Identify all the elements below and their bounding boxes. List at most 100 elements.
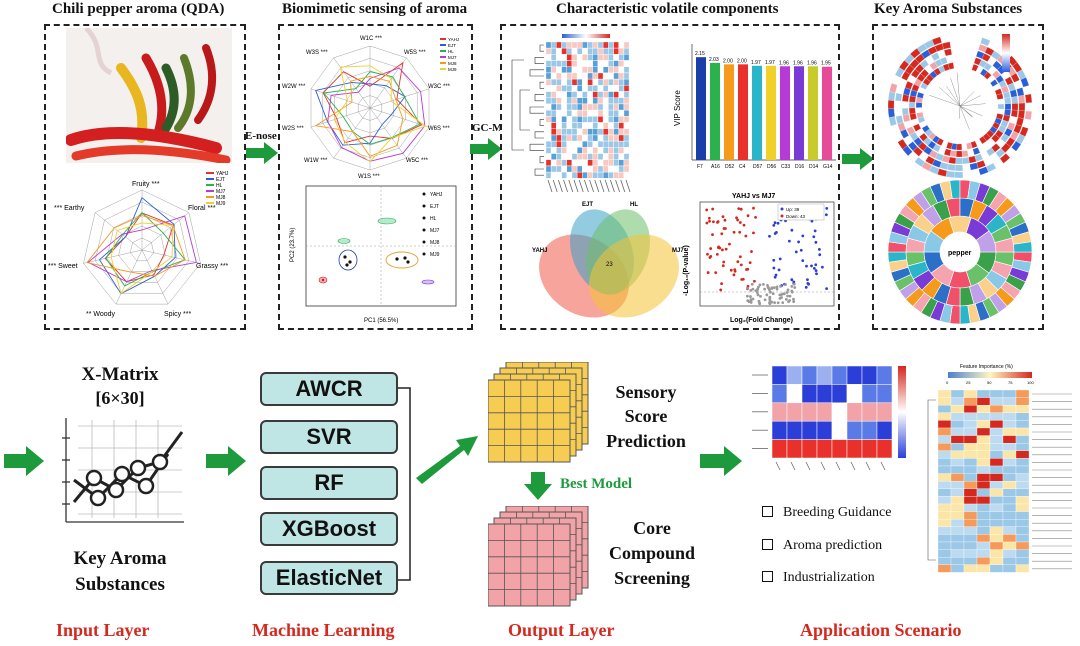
svg-text:1.95: 1.95 [821,61,831,67]
svg-text:2.00: 2.00 [723,58,733,64]
enose-legend-label: EJT [448,43,456,48]
svg-text:1.97: 1.97 [765,60,775,66]
enose-axis-label: W2W *** [282,84,306,90]
venn-label: HL [630,202,638,208]
svg-text:2.15: 2.15 [695,51,705,57]
fi-title: Feature Importance (%) [960,364,1013,370]
vip-y-label: VIP Score [673,90,682,126]
svg-text:D16: D16 [795,164,804,170]
enose-arrow-label: E-nose [245,130,277,142]
radar-legend: YAHJ EJT HL MJ7 MJ8 MJ9 [206,171,229,207]
radar-legend-label: MJ8 [216,195,226,201]
down-arrow [524,472,552,500]
x-matrix-title: X-Matrix [81,364,159,385]
enose-radar-chart: W1C *** W5S *** W3C *** W6S *** W5C *** … [282,36,459,180]
svg-text:A16: A16 [711,164,720,170]
svg-text:1.96: 1.96 [807,60,817,66]
svg-text:1.96: 1.96 [793,60,803,66]
svg-text:2.03: 2.03 [709,57,719,63]
svg-text:G14: G14 [823,164,833,170]
qda-radar-chart: Fruity *** Floral *** Grassy *** Spicy *… [48,171,229,318]
model-rf: RF [260,466,398,500]
app-item-aroma: Aroma prediction [762,538,882,554]
pca-legend-label: EJT [430,204,439,210]
sunburst-center-label: pepper [948,250,972,257]
enose-legend-label: HL [448,49,454,54]
layer-label-ml: Machine Learning [252,620,395,640]
volcano-title: YAHJ vs MJ7 [732,193,775,200]
panel1-title: Chili pepper aroma (QDA) [52,1,225,17]
radar-legend-label: MJ9 [216,201,226,207]
svg-text:1.97: 1.97 [751,60,761,66]
radar-axis-label: *** Sweet [48,263,78,270]
enose-legend-label: MJ7 [448,55,457,60]
vip-bar-chart: 2.15F72.03A162.00D522.00C41.97D571.97D56… [673,44,836,170]
output-to-app-arrow [700,446,742,476]
enose-axis-label: W5C *** [406,158,429,164]
input-to-ml-arrow [206,446,246,476]
fi-tick: 75 [1008,380,1013,385]
venn-diagram: YAHJ EJT HL MJ7 23 [532,202,684,318]
checkbox-icon [762,571,773,583]
fi-tick: 0 [946,380,949,385]
svg-text:F7: F7 [697,164,703,170]
svg-text:D14: D14 [809,164,818,170]
svg-text:1.96: 1.96 [779,60,789,66]
x-matrix-dims: [6×30] [95,388,145,408]
gcms-arrow-label: GC-MS [472,122,509,134]
svg-text:D57: D57 [753,164,762,170]
radar-axis-label: Spicy *** [164,311,192,318]
radar-axis-label: Fruity *** [132,181,160,188]
checkbox-icon [762,506,773,518]
gcms-arrow [470,138,502,160]
line-chart-icon [62,418,184,523]
radar-legend-label: MJ7 [216,189,226,195]
key-aroma-arrow [842,148,874,170]
app-item-label: Aroma prediction [783,538,883,553]
app-item-breeding: Breeding Guidance [762,505,891,521]
enose-axis-label: W6S *** [428,126,450,132]
fi-tick: 50 [987,380,992,385]
feature-importance-heatmap: Feature Importance (%) 0 25 50 75 100 [927,364,1072,573]
checkbox-icon [762,539,773,551]
venn-center-count: 23 [606,262,613,268]
layer-label-output: Output Layer [508,620,615,640]
enose-axis-label: W1C *** [360,36,383,42]
enose-legend-label: MJ9 [448,67,457,72]
app-item-label: Breeding Guidance [783,505,892,520]
svg-text:2.00: 2.00 [737,58,747,64]
enose-axis-label: W1S *** [358,174,380,180]
enose-axis-label: W3C *** [428,84,451,90]
volcano-x-label: Log₂(Fold Change) [730,317,793,324]
pca-plot: YAHJ EJT HL MJ7 MJ8 MJ9 PC1 (56.5%) PC2 … [290,185,457,324]
svg-text:C33: C33 [781,164,790,170]
gcms-heatmap [511,34,631,193]
radar-legend-label: EJT [216,177,225,183]
pca-legend-label: MJ8 [430,240,440,246]
model-elasticnet: ElasticNet [260,561,398,595]
ml-to-output-arrow [416,436,478,484]
input-arrow [4,446,44,476]
panel3-title: Characteristic volatile components [556,1,779,17]
panel-enose: W1C *** W5S *** W3C *** W6S *** W5C *** … [278,24,473,330]
output-bottom-3: Screening [614,568,690,588]
panel-qda: Fruity *** Floral *** Grassy *** Spicy *… [44,24,246,330]
input-subtitle-1: Key Aroma [73,548,167,569]
circular-heatmap [887,34,1033,179]
panel2-title: Biomimetic sensing of aroma [282,1,468,17]
pca-y-label: PC2 (23.7%) [290,228,296,262]
output-bottom-1: Core [633,518,671,538]
input-subtitle-2: Substances [75,574,165,595]
panel-key-aroma: pepper [872,24,1044,330]
sensory-grid-stack [488,362,589,463]
enose-axis-label: W2S *** [282,126,304,132]
venn-label: MJ7 [672,248,684,254]
svg-text:D56: D56 [767,164,776,170]
radar-legend-label: HL [216,183,223,189]
enose-arrow [246,142,278,164]
enose-axis-label: W5S *** [404,50,426,56]
pca-legend-label: MJ9 [430,252,440,258]
radar-axis-label: Grassy *** [196,263,229,270]
enose-axis-label: W1W *** [304,158,328,164]
